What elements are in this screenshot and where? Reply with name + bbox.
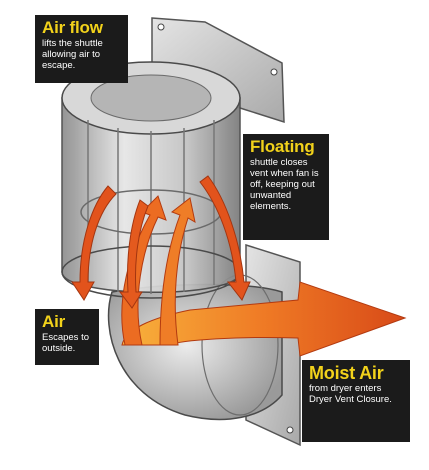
callout-air: Air Escapes to outside. <box>35 309 99 365</box>
callout-airflow: Air flow lifts the shuttle allowing air … <box>35 15 128 83</box>
escape-arrows <box>71 175 251 309</box>
callout-moist-air-body: from dryer enters Dryer Vent Closure. <box>309 383 392 405</box>
callout-airflow-title: Air flow <box>42 18 103 37</box>
callout-moist-air: Moist Air from dryer enters Dryer Vent C… <box>302 360 410 442</box>
shuttle-cylinder <box>61 61 241 299</box>
callout-air-body: Escapes to outside. <box>42 332 89 354</box>
callout-moist-air-title: Moist Air <box>309 363 384 383</box>
callout-airflow-body: lifts the shuttle allowing air to escape… <box>42 38 103 71</box>
callout-floating: Floating shuttle closes vent when fan is… <box>243 134 329 240</box>
callout-air-title: Air <box>42 312 66 331</box>
callout-floating-title: Floating <box>250 137 315 156</box>
callout-floating-body: shuttle closes vent when fan is off, kee… <box>250 157 319 212</box>
